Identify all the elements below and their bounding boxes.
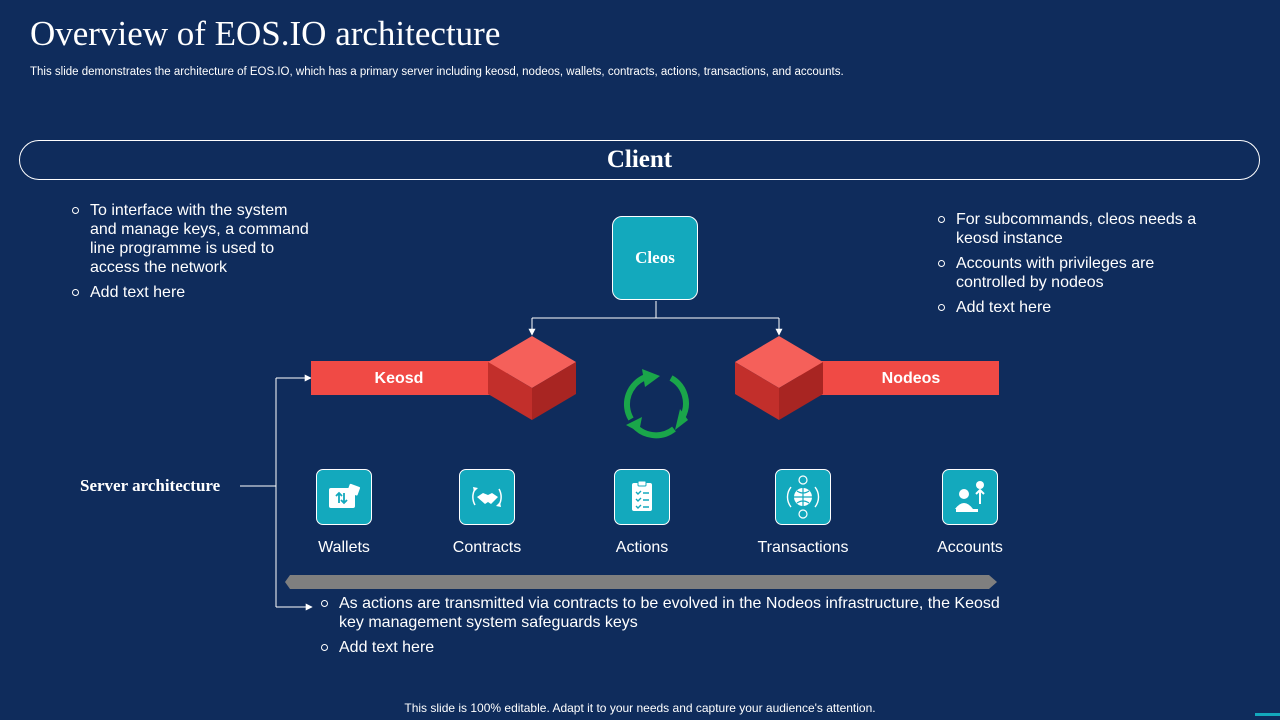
- nodeos-cube: [735, 336, 823, 420]
- nodeos-label: Nodeos: [881, 370, 941, 387]
- component-label-actions: Actions: [615, 539, 669, 556]
- component-label-contracts: Contracts: [452, 539, 522, 556]
- cleos-node: Cleos: [612, 216, 698, 300]
- bottom-note-item: As actions are transmitted via contracts…: [320, 594, 1010, 632]
- wallet-icon: [316, 469, 372, 525]
- user-money-icon: [942, 469, 998, 525]
- left-note-item: To interface with the system and manage …: [71, 201, 316, 277]
- right-note-item: Add text here: [937, 298, 1207, 317]
- keosd-cube: [488, 336, 576, 420]
- server-connector: [240, 374, 313, 611]
- component-label-transactions: Transactions: [757, 539, 849, 556]
- corner-accent: [1255, 713, 1280, 716]
- handshake-icon: [459, 469, 515, 525]
- component-label-accounts: Accounts: [937, 539, 1003, 556]
- component-label-wallets: Wallets: [318, 539, 370, 556]
- slide-subtitle: This slide demonstrates the architecture…: [30, 66, 844, 78]
- globe-currency-icon: [775, 469, 831, 525]
- checklist-icon: [614, 469, 670, 525]
- nodeos-bar: [800, 361, 999, 395]
- bottom-note-item: Add text here: [320, 638, 1010, 657]
- cleos-connector: [528, 301, 783, 336]
- right-note-item: Accounts with privileges are controlled …: [937, 254, 1207, 292]
- cleos-label: Cleos: [635, 248, 675, 267]
- slide-footer: This slide is 100% editable. Adapt it to…: [404, 701, 876, 715]
- right-notes: For subcommands, cleos needs a keosd ins…: [937, 210, 1207, 323]
- cycle-arrows-icon: [623, 369, 689, 439]
- slide-title: Overview of EOS.IO architecture: [30, 14, 501, 53]
- left-note-item: Add text here: [71, 283, 316, 302]
- keosd-label: Keosd: [374, 370, 424, 387]
- client-bar: Client: [19, 140, 1260, 180]
- client-label: Client: [606, 146, 673, 173]
- server-architecture-label: Server architecture: [80, 476, 221, 495]
- keosd-bar: [311, 361, 507, 395]
- timeline-arrow: [285, 575, 997, 589]
- right-note-item: For subcommands, cleos needs a keosd ins…: [937, 210, 1207, 248]
- bottom-notes: As actions are transmitted via contracts…: [320, 594, 1010, 663]
- left-notes: To interface with the system and manage …: [71, 201, 316, 308]
